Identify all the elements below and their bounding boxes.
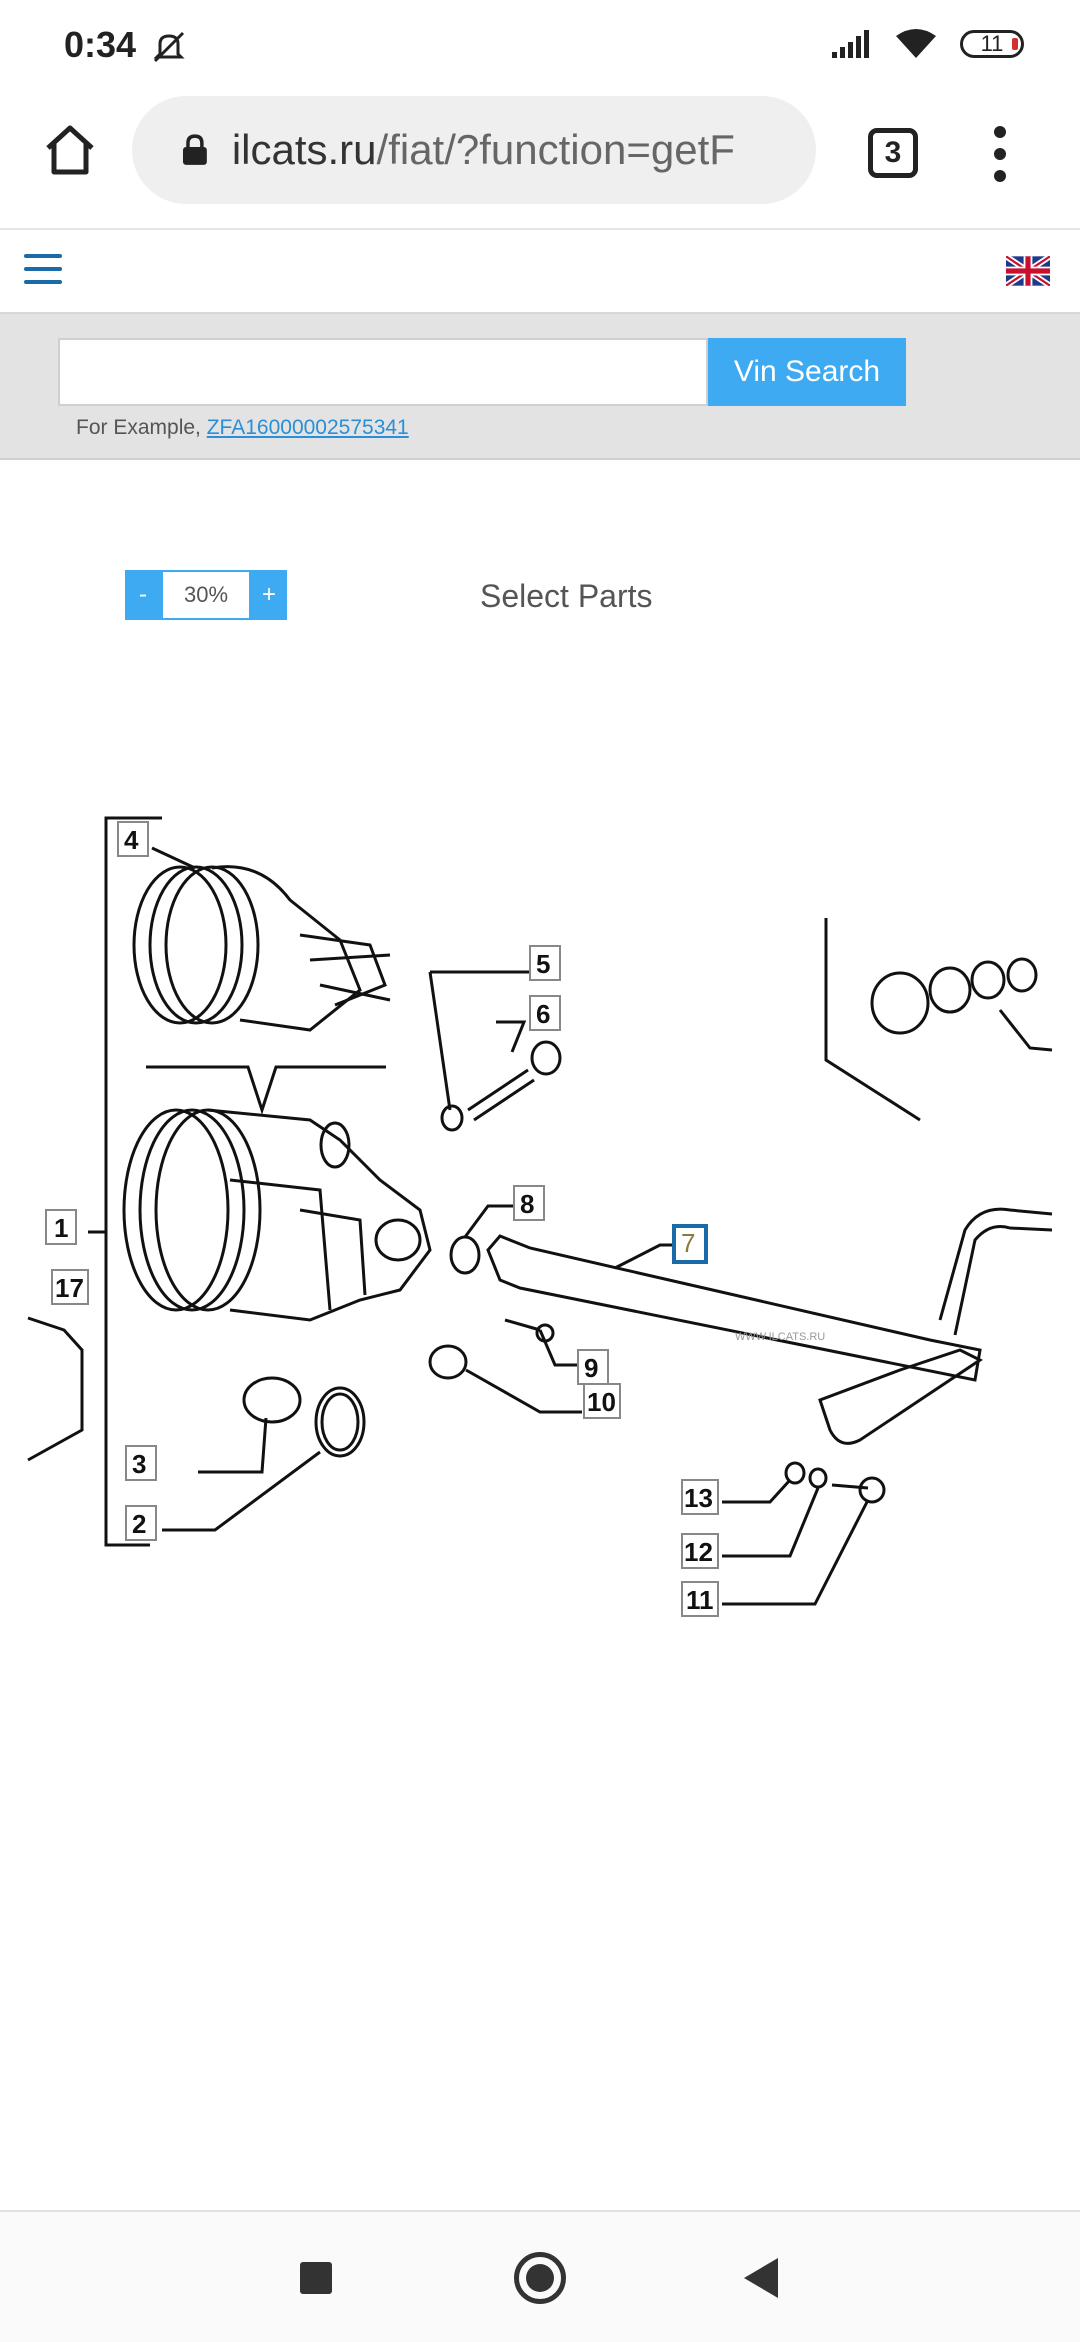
site-header — [0, 230, 1080, 314]
svg-text:7: 7 — [681, 1228, 695, 1258]
hamburger-menu-icon[interactable] — [24, 254, 62, 286]
system-nav-bar — [0, 2210, 1080, 2342]
url-text: ilcats.ru/fiat/?function=getF — [232, 126, 816, 174]
parts-diagram[interactable]: WWW.ILCATS.RU 4 5 6 1 17 8 7 9 10 3 2 13… — [0, 800, 1080, 1640]
mute-icon — [153, 31, 185, 63]
battery-level: 11 — [980, 31, 1004, 56]
callout-1[interactable]: 1 — [45, 1209, 77, 1245]
svg-text:4: 4 — [124, 825, 139, 855]
tab-switcher-button[interactable]: 3 — [868, 128, 918, 178]
svg-text:5: 5 — [536, 949, 550, 979]
zoom-in-button[interactable]: + — [251, 570, 287, 620]
status-bar: 0:34 11 — [0, 0, 1080, 96]
uk-flag-icon[interactable] — [1006, 256, 1050, 286]
status-time: 0:34 — [64, 24, 137, 65]
callout-11[interactable]: 11 — [681, 1581, 719, 1617]
wifi-icon — [896, 29, 936, 58]
vin-input[interactable] — [58, 338, 708, 406]
browser-toolbar: ilcats.ru/fiat/?function=getF 3 — [0, 96, 1080, 230]
home-icon[interactable] — [40, 120, 100, 180]
zoom-control: - 30% + — [125, 570, 287, 620]
svg-text:9: 9 — [584, 1353, 598, 1383]
svg-text:6: 6 — [536, 999, 550, 1029]
diagram-watermark: WWW.ILCATS.RU — [735, 1331, 825, 1343]
battery-indicator: 11 — [960, 30, 1024, 58]
address-bar[interactable]: ilcats.ru/fiat/?function=getF — [132, 96, 816, 204]
svg-text:12: 12 — [684, 1537, 713, 1567]
vin-example-prefix: For Example, — [76, 416, 201, 439]
zoom-value: 30% — [161, 570, 251, 620]
svg-text:17: 17 — [55, 1273, 84, 1303]
callout-17[interactable]: 17 — [51, 1269, 89, 1305]
callout-13[interactable]: 13 — [681, 1479, 719, 1515]
lock-icon — [182, 134, 207, 165]
callout-4[interactable]: 4 — [117, 821, 149, 857]
callout-12[interactable]: 12 — [681, 1533, 719, 1569]
vin-search-button[interactable]: Vin Search — [708, 338, 906, 406]
svg-text:2: 2 — [132, 1509, 146, 1539]
select-parts-title: Select Parts — [480, 578, 653, 614]
vin-example-link[interactable]: ZFA16000002575341 — [206, 416, 409, 439]
zoom-out-button[interactable]: - — [125, 570, 161, 620]
svg-text:11: 11 — [686, 1585, 714, 1615]
back-icon[interactable] — [744, 2258, 778, 2298]
svg-text:8: 8 — [520, 1189, 534, 1219]
vin-search-section: Vin Search For Example, ZFA1600000257534… — [0, 314, 1080, 460]
svg-text:1: 1 — [54, 1213, 68, 1243]
svg-text:10: 10 — [587, 1387, 616, 1417]
signal-icon — [832, 30, 869, 58]
home-nav-icon[interactable] — [514, 2252, 566, 2304]
callout-6[interactable]: 6 — [529, 995, 561, 1031]
browser-menu-icon[interactable] — [992, 126, 1008, 182]
callout-8[interactable]: 8 — [513, 1185, 545, 1221]
callout-3[interactable]: 3 — [125, 1445, 157, 1481]
vin-example: For Example, ZFA16000002575341 — [76, 416, 409, 440]
callout-5[interactable]: 5 — [529, 945, 561, 981]
callout-10[interactable]: 10 — [583, 1383, 621, 1419]
callout-2[interactable]: 2 — [125, 1505, 157, 1541]
callout-7[interactable]: 7 — [672, 1224, 708, 1264]
svg-text:13: 13 — [684, 1483, 713, 1513]
url-path: /fiat/?function=getF — [376, 126, 735, 173]
recent-apps-icon[interactable] — [300, 2262, 332, 2294]
callout-9[interactable]: 9 — [577, 1349, 609, 1385]
svg-text:3: 3 — [132, 1449, 146, 1479]
url-host: ilcats.ru — [231, 126, 377, 173]
